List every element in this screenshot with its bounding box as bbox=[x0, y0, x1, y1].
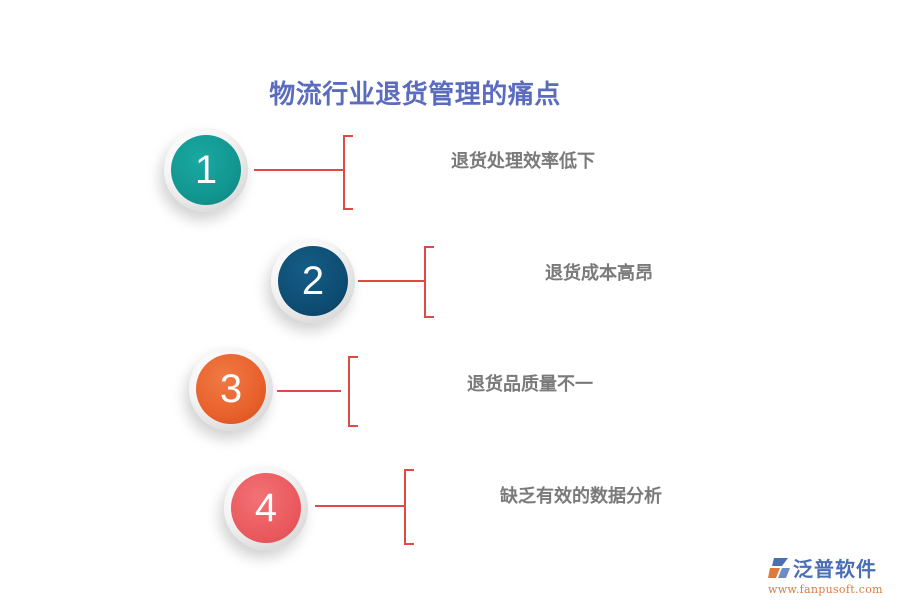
number-badge-ring: 3 bbox=[189, 347, 273, 431]
number-badge: 1 bbox=[171, 135, 241, 205]
logo-name: 泛普软件 bbox=[793, 557, 877, 581]
diagram-title: 物流行业退货管理的痛点 bbox=[269, 80, 561, 110]
brand-logo: 泛普软件 www.fanpusoft.com bbox=[768, 553, 898, 596]
bracket bbox=[348, 356, 358, 427]
pain-point-label: 退货成本高昂 bbox=[545, 263, 653, 284]
connector-line bbox=[315, 505, 404, 507]
bracket bbox=[404, 469, 414, 545]
number-badge: 3 bbox=[196, 354, 266, 424]
pain-point-label: 退货品质量不一 bbox=[467, 374, 593, 395]
logo-mark-icon bbox=[768, 557, 790, 578]
bracket bbox=[343, 135, 353, 210]
logo-url: www.fanpusoft.com bbox=[768, 583, 883, 596]
number-badge-ring: 1 bbox=[164, 128, 248, 212]
connector-line bbox=[277, 390, 341, 392]
number-badge: 4 bbox=[231, 473, 301, 543]
connector-line bbox=[358, 280, 424, 282]
number-badge-ring: 4 bbox=[224, 466, 308, 550]
pain-point-label: 退货处理效率低下 bbox=[451, 151, 595, 172]
connector-line bbox=[254, 169, 343, 171]
number-badge: 2 bbox=[278, 246, 348, 316]
pain-point-label: 缺乏有效的数据分析 bbox=[500, 486, 662, 507]
number-badge-ring: 2 bbox=[271, 239, 355, 323]
bracket bbox=[424, 246, 434, 318]
